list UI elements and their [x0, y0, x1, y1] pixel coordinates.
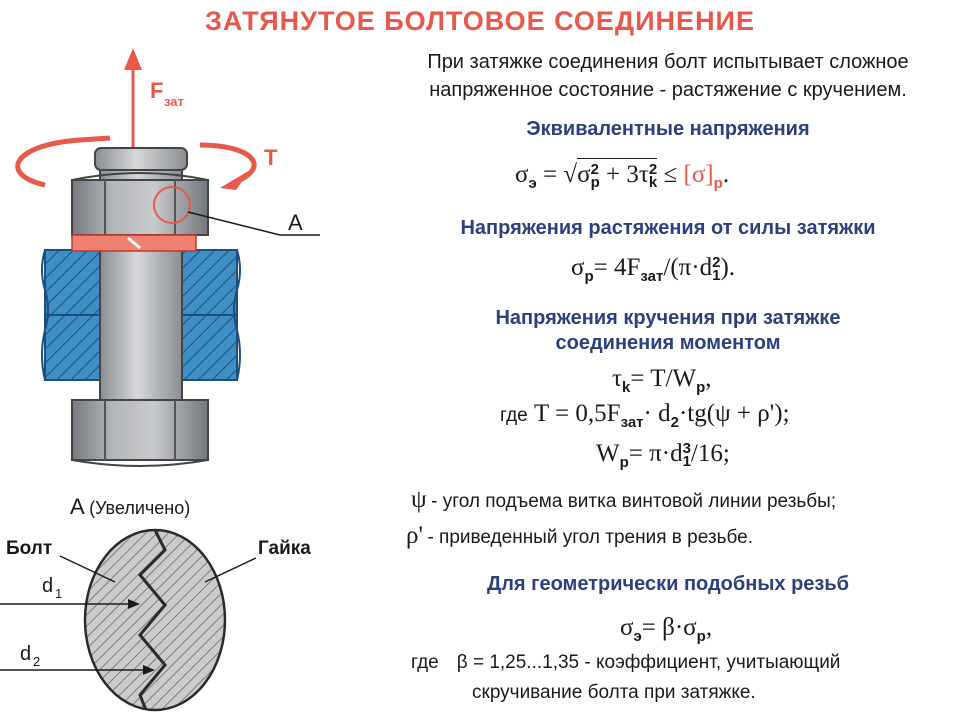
force-label-sub: зат — [164, 94, 184, 109]
formula-T: где T = 0,5Fзат· d2·tg(ψ + ρ'); — [500, 400, 790, 431]
nut-label: Гайка — [258, 538, 311, 559]
thread-profile — [137, 530, 167, 710]
d2-label: d — [20, 643, 31, 665]
detail-oval — [83, 528, 227, 712]
d1-arrow — [128, 599, 140, 609]
point-a-leader — [187, 211, 281, 236]
force-arrow-head — [124, 48, 142, 70]
torque-arc-front — [199, 142, 257, 183]
bolt-end — [94, 147, 188, 171]
thread-detail-diagram: Болт Гайка d 1 d 2 — [0, 528, 311, 712]
heading-torsion-1: Напряжения кручения при затяжке — [495, 307, 841, 329]
zoom-caption: A (Увеличено) — [70, 494, 191, 519]
formula-tau: τk= T/Wр, — [612, 365, 712, 396]
top-nut — [71, 179, 209, 236]
bolt-head — [71, 399, 209, 461]
force-label: F — [150, 78, 163, 103]
torque-arrow-head — [220, 170, 250, 190]
heading-equivalent: Эквивалентные напряжения — [526, 118, 810, 140]
point-a-circle — [153, 186, 191, 224]
bolt-label: Болт — [6, 538, 52, 559]
point-a-label: A — [288, 210, 303, 235]
page-title: ЗАТЯНУТОЕ БОЛТОВОЕ СОЕДИНЕНИЕ — [205, 6, 755, 36]
d2-arrow — [143, 665, 155, 675]
def-psi: ψ - угол подъема витка винтовой линии ре… — [411, 486, 837, 513]
heading-torsion-2: соединения моментом — [555, 332, 781, 354]
intro-line-2: напряженное состояние - растяжение с кру… — [429, 79, 907, 101]
torque-arc-back — [15, 135, 111, 188]
d2-sub: 2 — [33, 654, 40, 669]
heading-tension: Напряжения растяжения от силы затяжки — [460, 217, 876, 239]
d1-sub: 1 — [55, 586, 62, 601]
d1-label: d — [42, 575, 53, 597]
def-beta-line2: скручивание болта при затяжке. — [472, 682, 756, 703]
torque-label: T — [264, 145, 278, 170]
heading-similar: Для геометрически подобных резьб — [486, 573, 850, 595]
formula-similar: σэ= β·σр, — [620, 614, 713, 645]
nut-leader — [204, 557, 257, 583]
bolt-assembly-diagram: F зат T A — [15, 48, 320, 467]
intro-line-1: При затяжке соединения болт испытывает с… — [427, 51, 909, 73]
bolt-leader — [59, 555, 116, 583]
def-rho: ρ' - приведенный угол трения в резьбе. — [406, 522, 753, 549]
